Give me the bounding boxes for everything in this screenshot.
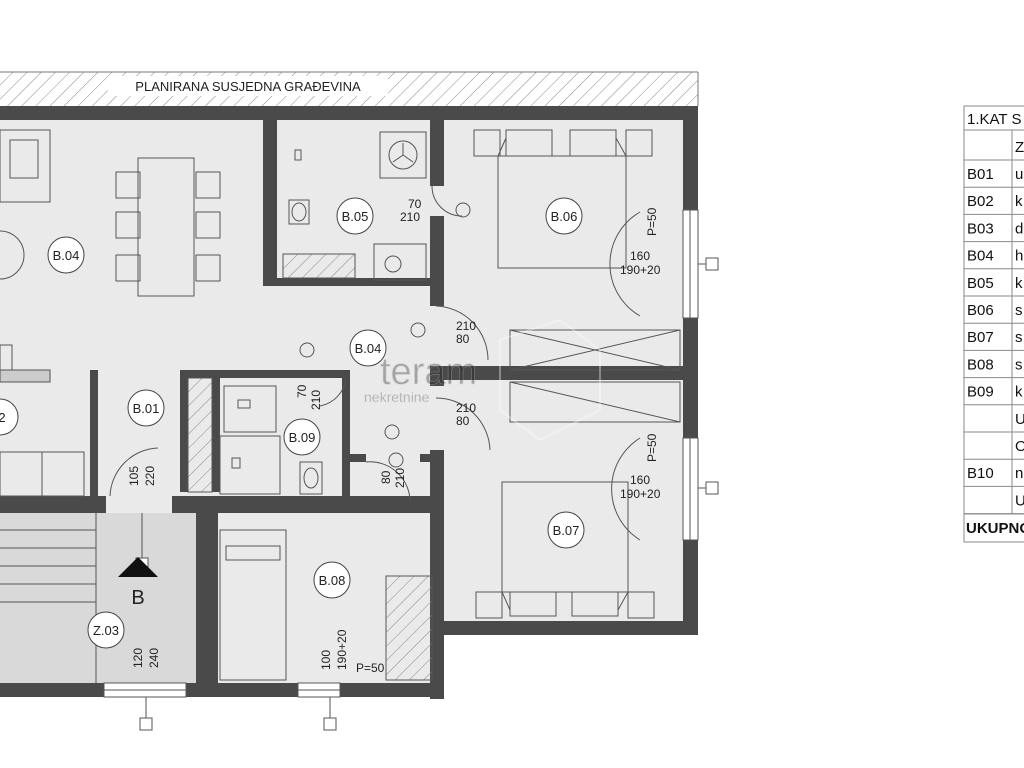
- table-total: UKUPNO: [966, 520, 1024, 537]
- table-row-name: s: [1015, 329, 1023, 346]
- table-row-name: k: [1015, 384, 1023, 401]
- table-title: 1.KAT S: [967, 111, 1021, 128]
- table-row-code: B10: [967, 465, 994, 482]
- svg-text:2: 2: [0, 410, 6, 425]
- room-b02: 2: [0, 398, 19, 436]
- svg-text:B.04: B.04: [355, 341, 382, 356]
- svg-text:210: 210: [400, 210, 420, 224]
- svg-text:P=50: P=50: [645, 207, 659, 236]
- svg-text:B.07: B.07: [553, 523, 580, 538]
- svg-text:B.01: B.01: [133, 401, 160, 416]
- table-row-code: B09: [967, 384, 994, 401]
- svg-text:P=50: P=50: [645, 433, 659, 462]
- svg-text:220: 220: [143, 466, 157, 486]
- svg-text:210: 210: [309, 390, 323, 410]
- door-swings: [109, 185, 641, 541]
- table-row-name: U: [1015, 492, 1024, 509]
- svg-text:190+20: 190+20: [335, 629, 349, 670]
- room-b07: B.07: [547, 511, 585, 549]
- table-row-code: B03: [967, 220, 994, 237]
- svg-text:120: 120: [131, 648, 145, 668]
- svg-text:190+20: 190+20: [620, 263, 661, 277]
- svg-text:210: 210: [393, 468, 407, 488]
- svg-text:B.05: B.05: [342, 209, 369, 224]
- svg-text:B.06: B.06: [551, 209, 578, 224]
- neighbour-building: PLANIRANA SUSJEDNA GRAĐEVINA: [0, 71, 699, 106]
- svg-text:80: 80: [456, 332, 470, 346]
- room-labels: B.04 B.05 B.06 B.04 B.01 2 B.09 B.07 B.0…: [0, 197, 585, 649]
- room-b09: B.09: [283, 418, 321, 456]
- table-header-cell: Z: [1015, 139, 1024, 156]
- table-row-name: U: [1015, 411, 1024, 428]
- room-b06: B.06: [545, 197, 583, 235]
- table-row-code: B07: [967, 329, 994, 346]
- watermark-main: teram: [380, 351, 477, 393]
- svg-text:B.09: B.09: [289, 430, 316, 445]
- svg-text:70: 70: [295, 384, 309, 398]
- table-row-name: k: [1015, 275, 1023, 292]
- table-row-code: B08: [967, 356, 994, 373]
- svg-text:B.08: B.08: [319, 573, 346, 588]
- svg-text:Z.03: Z.03: [93, 623, 119, 638]
- room-b08: B.08: [313, 561, 351, 599]
- svg-text:80: 80: [456, 414, 470, 428]
- svg-text:105: 105: [127, 466, 141, 486]
- walls: [0, 106, 698, 699]
- svg-text:190+20: 190+20: [620, 487, 661, 501]
- entrance-label: B: [131, 587, 144, 609]
- svg-text:80: 80: [379, 470, 393, 484]
- table-row-code: B05: [967, 275, 994, 292]
- watermark: teram nekretnine: [364, 318, 601, 442]
- svg-text:210: 210: [456, 319, 476, 333]
- windows: [103, 209, 719, 731]
- table-row-name: h: [1015, 248, 1023, 265]
- light-points: [299, 202, 471, 468]
- table-row-code: B04: [967, 248, 994, 265]
- table-row-name: u: [1015, 166, 1023, 183]
- entrance-marker: B: [118, 557, 158, 609]
- room-b01: B.01: [127, 389, 165, 427]
- room-b04: B.04: [349, 329, 387, 367]
- table-row-name: s: [1015, 356, 1023, 373]
- room-b05: B.05: [336, 197, 374, 235]
- table-row-name: k: [1015, 193, 1023, 210]
- svg-text:160: 160: [630, 249, 650, 263]
- watermark-sub: nekretnine: [364, 389, 430, 405]
- svg-text:210: 210: [456, 401, 476, 415]
- table-row-name: n: [1015, 465, 1023, 482]
- svg-text:B.04: B.04: [53, 248, 80, 263]
- svg-text:160: 160: [630, 473, 650, 487]
- floor-fills: [0, 118, 683, 683]
- svg-text:100: 100: [319, 650, 333, 670]
- table-row-code: B06: [967, 302, 994, 319]
- room-z03: Z.03: [87, 611, 125, 649]
- table-row-code: B01: [967, 166, 994, 183]
- neighbour-label: PLANIRANA SUSJEDNA GRAĐEVINA: [135, 79, 361, 94]
- room-b03: B.04: [47, 236, 85, 274]
- svg-text:240: 240: [147, 648, 161, 668]
- table-row-name: s: [1015, 302, 1023, 319]
- table-row-code: B02: [967, 193, 994, 210]
- table-row-name: O: [1015, 438, 1024, 455]
- fixtures: [0, 129, 681, 683]
- svg-text:70: 70: [408, 197, 422, 211]
- svg-text:P=50: P=50: [356, 661, 385, 675]
- table-row-name: d: [1015, 220, 1023, 237]
- dimension-labels: 70 210 210 80 210 80 70 210 80 210 105 2…: [127, 197, 661, 675]
